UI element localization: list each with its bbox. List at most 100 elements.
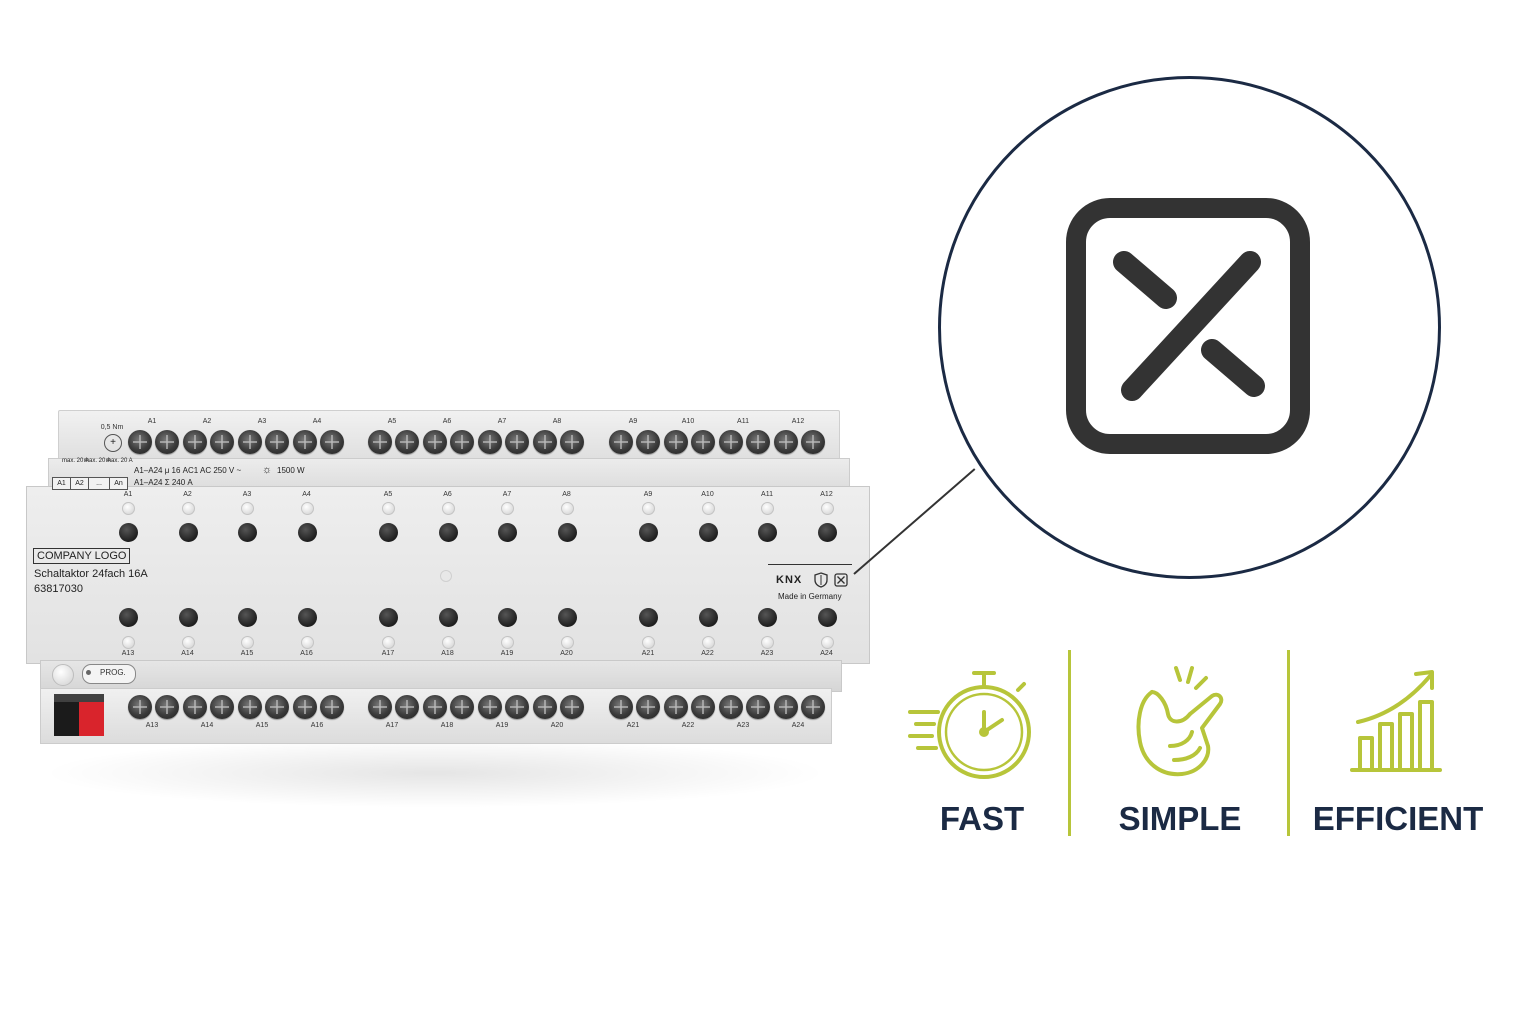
bottom-terminal-label: A20	[550, 722, 564, 729]
channel-toggle-button[interactable]	[438, 608, 458, 627]
bottom-terminal-label: A18	[440, 722, 454, 729]
terminal-screw	[423, 695, 447, 719]
top-terminal-label: A9	[628, 418, 638, 425]
bus-connector-top	[54, 694, 104, 702]
terminal-screw	[801, 430, 825, 454]
terminal-screw	[450, 695, 474, 719]
channel-status-led	[241, 636, 254, 649]
channel-label: A11	[761, 491, 773, 498]
channel-label: A10	[701, 491, 714, 498]
terminal-screw	[774, 430, 798, 454]
terminal-screw	[395, 695, 419, 719]
channel-toggle-button[interactable]	[557, 523, 577, 542]
bottom-terminal-label: A23	[736, 722, 750, 729]
terminal-screw	[128, 430, 152, 454]
channel-toggle-button[interactable]	[178, 523, 198, 542]
channel-toggle-button[interactable]	[758, 523, 777, 542]
channel-toggle-button[interactable]	[698, 608, 718, 627]
channel-label: A9	[643, 491, 653, 498]
feature-label-fast: FAST	[939, 800, 1025, 837]
channel-label: A20	[560, 650, 573, 657]
terminal-screw	[719, 430, 743, 454]
channel-toggle-button[interactable]	[498, 523, 517, 542]
channel-toggle-button[interactable]	[178, 608, 198, 627]
x-square-small-icon	[834, 573, 848, 587]
x-square-icon	[1066, 198, 1310, 454]
top-terminal-label: A10	[681, 418, 695, 425]
channel-status-led	[300, 636, 314, 649]
channel-toggle-button[interactable]	[817, 608, 837, 627]
channel-toggle-button[interactable]	[119, 523, 138, 542]
channel-status-led	[501, 636, 514, 649]
channel-toggle-button[interactable]	[557, 608, 577, 627]
channel-status-led	[181, 502, 195, 515]
terminal-screw	[183, 695, 207, 719]
channel-status-led	[642, 636, 655, 649]
terminal-screw	[238, 430, 262, 454]
terminal-screw	[505, 695, 529, 719]
channel-status-led	[501, 502, 514, 515]
terminal-screw	[210, 430, 234, 454]
bottom-terminal-label: A17	[385, 722, 399, 729]
channel-status-led	[642, 502, 655, 515]
terminal-screw	[395, 430, 419, 454]
terminal-screw	[128, 695, 152, 719]
bottom-terminal-label: A22	[681, 722, 695, 729]
terminal-screw	[478, 695, 502, 719]
prog-button[interactable]	[52, 664, 74, 686]
terminal-screw	[265, 695, 289, 719]
top-terminal-label: A11	[737, 418, 749, 425]
channel-toggle-button[interactable]	[498, 608, 517, 627]
label-table-a1: A1	[52, 477, 71, 490]
terminal-screw	[478, 430, 502, 454]
channel-toggle-button[interactable]	[639, 608, 658, 627]
company-logo: COMPANY LOGO	[33, 548, 131, 564]
terminal-screw	[746, 430, 770, 454]
terminal-screw	[636, 430, 660, 454]
top-terminal-label: A8	[552, 418, 562, 425]
terminal-screw	[636, 695, 660, 719]
bottom-terminal-label: A21	[626, 722, 640, 729]
channel-toggle-button[interactable]	[379, 608, 398, 627]
channel-toggle-button[interactable]	[758, 608, 777, 627]
channel-toggle-button[interactable]	[238, 523, 257, 542]
lamp-icon: ☼	[262, 464, 273, 476]
terminal-screw	[320, 430, 344, 454]
prog-label: PROG.	[100, 668, 126, 677]
terminal-screw	[183, 430, 207, 454]
channel-label: A22	[701, 650, 714, 657]
channel-toggle-button[interactable]	[379, 523, 398, 542]
channel-toggle-button[interactable]	[297, 523, 317, 542]
channel-label: A4	[302, 491, 311, 498]
terminal-screw	[210, 695, 234, 719]
terminal-screw	[155, 695, 179, 719]
channel-toggle-button[interactable]	[238, 608, 257, 627]
torque-label: 0,5 Nm	[100, 424, 124, 431]
channel-toggle-button[interactable]	[297, 608, 317, 627]
channel-label: A5	[383, 491, 393, 498]
channel-toggle-button[interactable]	[817, 523, 837, 542]
channel-toggle-button[interactable]	[698, 523, 718, 542]
terminal-screw	[609, 430, 633, 454]
channel-status-led	[820, 636, 834, 649]
channel-toggle-button[interactable]	[438, 523, 458, 542]
terminal-screw	[533, 430, 557, 454]
channel-status-led	[441, 636, 455, 649]
channel-label: A3	[242, 491, 252, 498]
channel-status-led	[441, 502, 455, 515]
bottom-terminal-label: A16	[310, 722, 324, 729]
channel-toggle-button[interactable]	[119, 608, 138, 627]
device-shadow	[40, 738, 830, 808]
prog-led	[86, 670, 91, 675]
channel-status-led	[701, 636, 715, 649]
top-terminal-label: A5	[387, 418, 397, 425]
bottom-terminal-label: A13	[145, 722, 159, 729]
terminal-screw	[560, 695, 584, 719]
terminal-screw	[719, 695, 743, 719]
channel-status-led	[241, 502, 254, 515]
channel-status-led	[820, 502, 834, 515]
channel-label: A13	[121, 650, 135, 657]
terminal-screw	[746, 695, 770, 719]
channel-toggle-button[interactable]	[639, 523, 658, 542]
